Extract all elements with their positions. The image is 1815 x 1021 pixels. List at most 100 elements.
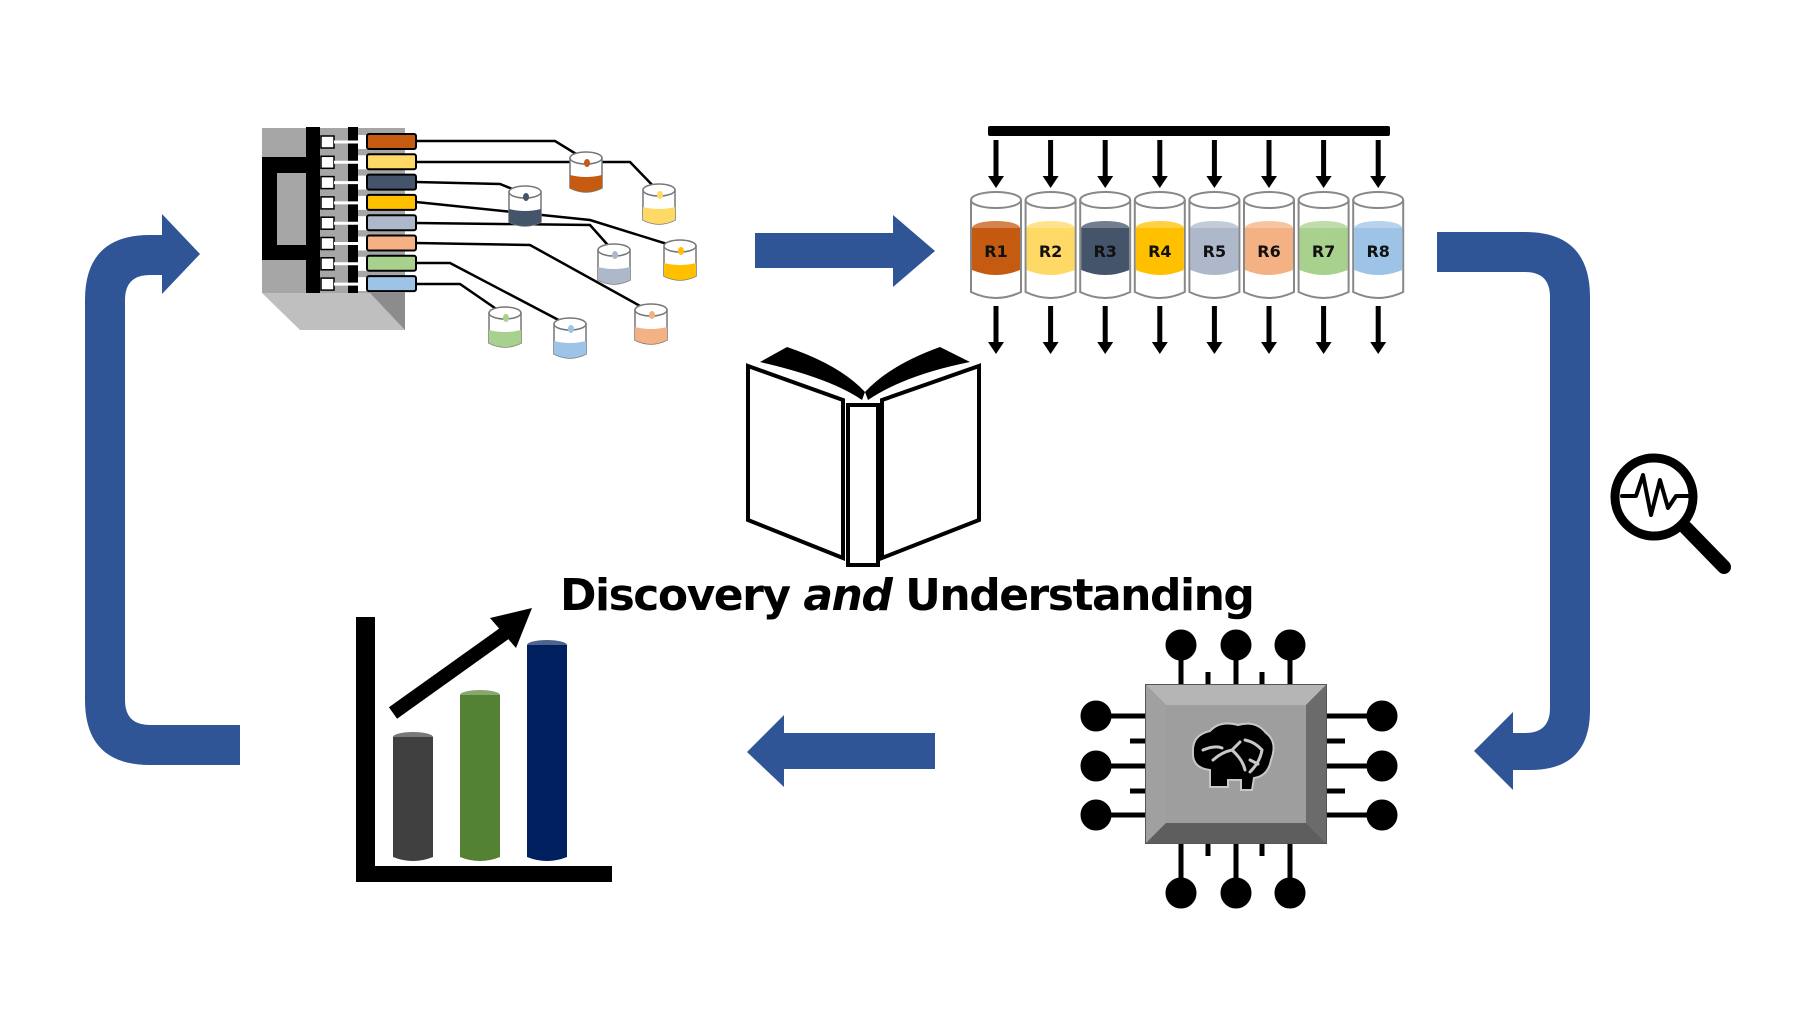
chip-pin-pad: [1080, 799, 1112, 831]
chip-pin-pad: [1220, 877, 1252, 909]
plunger-bar: [306, 127, 320, 293]
chart-icon-bar: [527, 640, 567, 861]
tubing-line: [415, 200, 681, 250]
feed-arrow-head: [1315, 176, 1332, 188]
rising-bar-chart-icon: [356, 608, 612, 882]
syringe-barrel: [366, 173, 417, 191]
feed-arrow-shaft: [1211, 140, 1217, 178]
reagent-vial: [569, 151, 603, 193]
chip-bevel-left: [1146, 685, 1166, 843]
chip-pin-pad: [1366, 799, 1398, 831]
reactor-label: R3: [1093, 242, 1116, 261]
syringe-tip-holder: [358, 175, 367, 190]
outlet-arrow-head: [1315, 342, 1332, 354]
reactor-r5: R5: [1188, 140, 1241, 354]
ai-chip-brain-icon: [1080, 629, 1398, 909]
syringe-barrel: [366, 275, 417, 293]
outlet-arrow-shaft: [1321, 306, 1327, 344]
pump-base-side: [370, 293, 405, 330]
book-cover-right: [880, 363, 981, 561]
outlet-arrow-shaft: [1157, 306, 1163, 344]
reactor-liquid: [1135, 228, 1184, 275]
trend-arrow-head: [490, 608, 532, 648]
outlet-arrow-head: [1042, 342, 1059, 354]
tubing-line: [415, 241, 652, 314]
reactor-label: R6: [1257, 242, 1280, 261]
chip-pin-pad: [1274, 877, 1306, 909]
feed-arrow-head: [1261, 176, 1277, 188]
outlet-arrow-shaft: [1375, 306, 1381, 344]
reactor-label: R5: [1203, 242, 1226, 261]
tubing-line: [416, 282, 506, 317]
reactor-liquid: [1354, 228, 1403, 275]
feed-arrow-head: [1042, 176, 1059, 188]
trend-arrow-shaft: [388, 622, 517, 719]
plunger-head: [320, 175, 335, 190]
feed-arrow-shaft: [1321, 140, 1327, 178]
magnifier-signal-icon: [1610, 453, 1731, 574]
chip-pin-pad: [1220, 629, 1252, 661]
outlet-arrow-shaft: [1048, 306, 1054, 344]
pump-base: [262, 293, 405, 330]
reactor-label: R7: [1312, 242, 1335, 261]
book-cover-left: [746, 363, 845, 561]
syringe-barrel: [366, 254, 417, 272]
droplet-icon: [612, 251, 618, 259]
reactor-label: R8: [1366, 242, 1389, 261]
syringe-tip-holder: [358, 155, 367, 170]
feed-arrow-head: [1097, 176, 1114, 188]
feed-arrow-shaft: [1157, 140, 1163, 178]
tubing-line: [416, 261, 571, 328]
feed-arrow-head: [988, 176, 1004, 188]
plunger-head: [320, 216, 335, 230]
chip-pin-pad: [1366, 750, 1398, 782]
reactor-label: R2: [1039, 242, 1062, 261]
syringe-tip-holder: [358, 236, 367, 251]
syringe-barrel: [366, 234, 417, 252]
chip-pin-pad: [1165, 629, 1197, 661]
feed-arrow-head: [1151, 176, 1168, 188]
feed-arrow-shaft: [1048, 140, 1054, 178]
syringe-barrel: [366, 153, 417, 171]
syringe-tip-holder: [358, 216, 367, 231]
reagent-vial: [597, 243, 631, 285]
barrel-holder-bar: [348, 127, 358, 293]
plunger-head: [320, 277, 335, 291]
outlet-arrow-head: [988, 342, 1004, 354]
plunger-head: [320, 155, 335, 170]
syringe-tip-holder: [358, 195, 367, 210]
arrow-reactors-to-chip: [1437, 232, 1590, 790]
book-spine: [846, 403, 880, 567]
syringe-tip-holder: [358, 256, 367, 271]
feed-arrow-head: [1370, 176, 1387, 188]
reactor-r3: R3: [1079, 140, 1132, 354]
reactor-label: R1: [984, 242, 1007, 261]
outlet-arrow-head: [1206, 342, 1223, 354]
signal-waveform: [1620, 473, 1691, 517]
reagent-vial: [508, 185, 542, 227]
reagent-vial: [642, 183, 676, 225]
brain-icon: [1191, 722, 1275, 791]
syringe-pump-icon: [262, 127, 697, 359]
chip-bevel-bottom: [1146, 823, 1326, 843]
reactor-r7: R7: [1297, 140, 1350, 354]
chip-bevel-top: [1146, 685, 1326, 705]
reactor-liquid: [972, 228, 1020, 275]
chip-pin-pad: [1080, 700, 1112, 732]
book-page-left-dark: [760, 347, 865, 400]
syringe-barrel: [366, 193, 417, 211]
reactor-liquid: [1245, 228, 1293, 275]
droplet-icon: [649, 311, 655, 319]
plunger-head: [320, 257, 335, 271]
reactor-r1: R1: [970, 140, 1022, 354]
book-page-right-dark: [865, 347, 970, 400]
reagent-vial: [553, 317, 587, 359]
caption-understanding: Understanding: [891, 570, 1255, 621]
reactor-liquid: [1081, 228, 1130, 275]
chart-icon-bar: [460, 690, 500, 861]
caption-discovery: Discovery: [560, 570, 804, 621]
droplet-icon: [678, 247, 684, 255]
tubing-line: [416, 160, 660, 193]
reagent-vial: [488, 306, 522, 348]
